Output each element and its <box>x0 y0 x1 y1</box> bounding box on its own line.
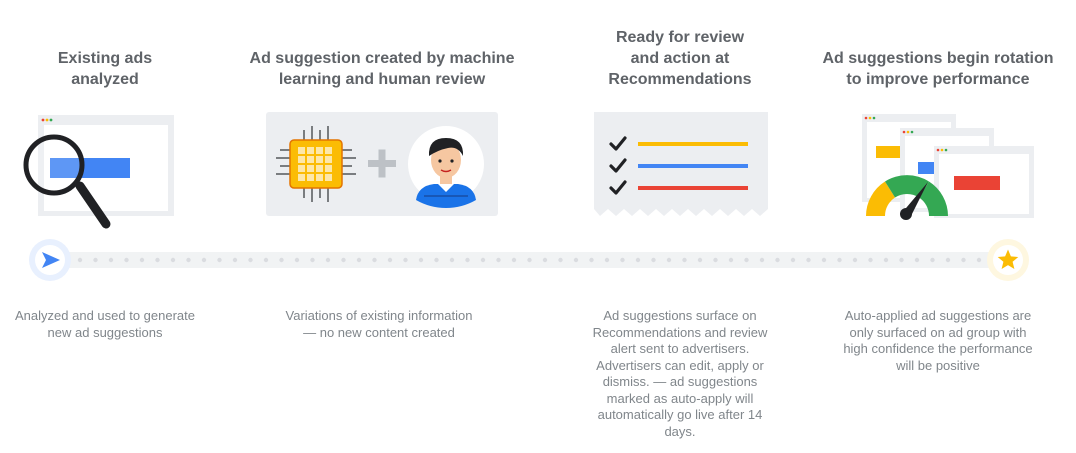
ad-blue-bar <box>50 158 130 178</box>
timeline-dot <box>372 257 377 263</box>
timeline-dot <box>387 257 393 263</box>
timeline-dot <box>232 257 238 263</box>
step-2-description: Variations of existing information — no … <box>285 308 473 340</box>
timeline-dot <box>186 257 191 263</box>
timeline-dot <box>201 257 207 263</box>
step-1-title: Existing ads analyzed <box>57 50 153 88</box>
timeline-dot <box>124 257 129 263</box>
timeline-dot <box>604 257 610 263</box>
timeline-dot <box>263 257 269 263</box>
magnifier-over-ad-icon <box>23 115 174 229</box>
timeline-dot <box>697 257 703 263</box>
gauge-needle <box>901 182 928 216</box>
timeline-dot <box>930 257 935 263</box>
timeline-dot <box>139 257 145 263</box>
timeline-dot <box>620 257 625 263</box>
timeline-dot <box>775 257 780 263</box>
timeline-track <box>56 252 1010 268</box>
timeline-dot <box>961 257 966 263</box>
step-4-title: Ad suggestions begin rotation to improve… <box>822 50 1054 88</box>
chip-icon <box>276 126 356 202</box>
timeline-dot <box>403 257 408 263</box>
step-2-title: Ad suggestion created by machine learnin… <box>249 50 515 88</box>
timeline-dot <box>558 257 563 263</box>
stacked-ads-gauge-icon <box>862 114 1034 220</box>
timeline-dot <box>744 257 749 263</box>
timeline-dot <box>651 257 656 263</box>
red-line <box>638 186 748 190</box>
timeline-dot <box>899 257 904 263</box>
timeline <box>29 239 1029 281</box>
timeline-dot <box>821 257 827 263</box>
timeline-dot <box>666 257 672 263</box>
timeline-dot <box>728 257 734 263</box>
arrow-start-icon <box>29 239 71 281</box>
timeline-dot <box>868 257 873 263</box>
timeline-dot <box>542 257 548 263</box>
magnifier-lens <box>23 134 85 196</box>
timeline-dot <box>279 257 284 263</box>
gauge-icon <box>866 175 948 220</box>
timeline-dot <box>310 257 315 263</box>
checklist-receipt-icon <box>594 112 768 216</box>
timeline-dot <box>480 257 486 263</box>
timeline-dot <box>976 257 982 263</box>
timeline-dot <box>434 257 439 263</box>
timeline-dot <box>682 257 687 263</box>
check-marks <box>609 136 627 195</box>
timeline-dot <box>170 257 176 263</box>
timeline-dot <box>77 257 83 263</box>
plus-icon <box>368 149 396 178</box>
timeline-dot <box>217 257 222 263</box>
magnifier-handle <box>75 181 111 229</box>
timeline-dot <box>713 257 718 263</box>
timeline-dot <box>790 257 796 263</box>
timeline-dot <box>635 257 641 263</box>
timeline-dot <box>806 257 811 263</box>
person-icon <box>408 126 484 208</box>
timeline-dot <box>93 257 98 263</box>
timeline-dot <box>341 257 346 263</box>
timeline-dot <box>155 257 160 263</box>
timeline-dot <box>837 257 842 263</box>
timeline-dot <box>325 257 331 263</box>
timeline-dot <box>294 257 300 263</box>
timeline-dots <box>77 257 982 263</box>
timeline-dot <box>883 257 889 263</box>
timeline-dot <box>496 257 501 263</box>
timeline-dot <box>449 257 455 263</box>
timeline-dot <box>573 257 579 263</box>
timeline-dot <box>418 257 424 263</box>
timeline-dot <box>852 257 858 263</box>
timeline-dot <box>108 257 114 263</box>
timeline-dot <box>465 257 470 263</box>
star-end-icon <box>987 239 1029 281</box>
yellow-line <box>638 142 748 146</box>
timeline-dot <box>356 257 362 263</box>
timeline-dot <box>759 257 765 263</box>
step-3-description: Ad suggestions surface on Recommendation… <box>592 308 768 439</box>
timeline-dot <box>914 257 920 263</box>
timeline-dot <box>945 257 951 263</box>
timeline-dot <box>527 257 532 263</box>
timeline-dot <box>248 257 253 263</box>
blue-line <box>638 164 748 168</box>
timeline-dot <box>589 257 594 263</box>
step-4-description: Auto-applied ad suggestions are only sur… <box>843 308 1033 373</box>
step-3-title: Ready for review and action at Recommend… <box>608 29 752 88</box>
step-1-description: Analyzed and used to generate new ad sug… <box>15 308 195 340</box>
chip-plus-person-icon <box>266 112 498 216</box>
timeline-dot <box>511 257 517 263</box>
